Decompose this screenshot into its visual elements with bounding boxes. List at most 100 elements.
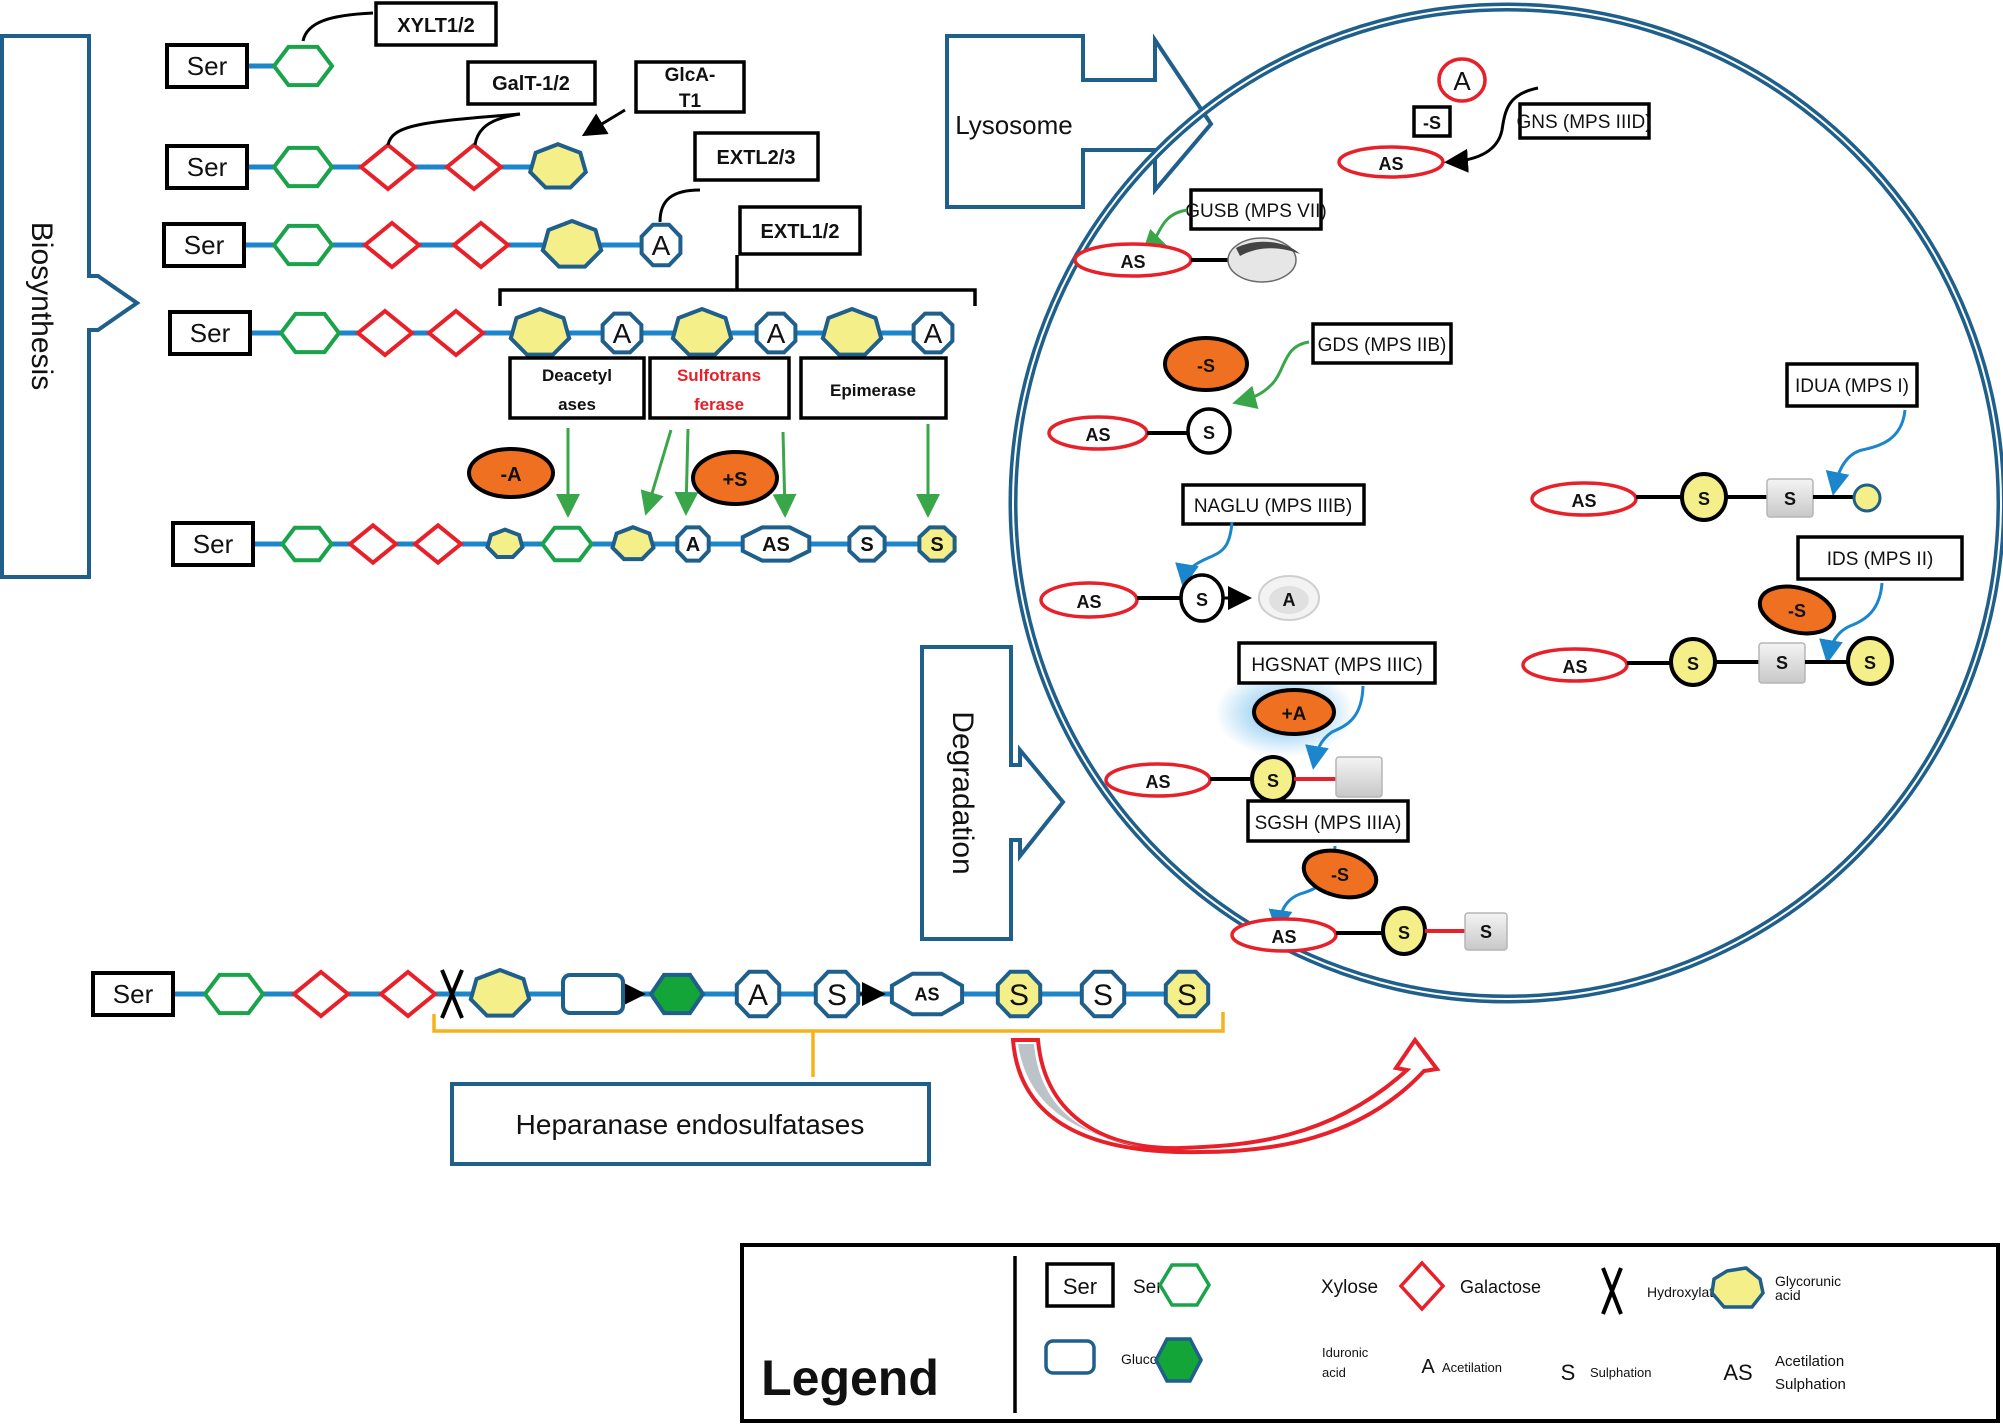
enzyme-extl12: EXTL1/2 bbox=[498, 205, 977, 306]
modification-label: S bbox=[930, 534, 943, 556]
legend-as-label-line2: Sulphation bbox=[1775, 1376, 1846, 1393]
glucuronic-heptagon-icon bbox=[527, 142, 589, 190]
hgsnat-reaction: HGSNAT (MPS IIIC) +A AS S bbox=[1104, 641, 1437, 803]
glucuronic-heptagon-icon bbox=[508, 306, 572, 357]
modification-label: A bbox=[613, 318, 632, 349]
glcat-label-line2: T1 bbox=[679, 91, 702, 112]
biosynthesis-chain-row: Ser A A A bbox=[168, 306, 955, 358]
serine-box: Ser bbox=[171, 521, 255, 567]
legend-s-symbol: S bbox=[1561, 1360, 1576, 1385]
lysosome-arrow-box: Lysosome bbox=[945, 33, 1214, 209]
ser-label: Ser bbox=[190, 318, 231, 348]
glucosamine-rect-icon bbox=[561, 973, 625, 1015]
legend-item-xylose: Xylose bbox=[1157, 1263, 1378, 1307]
sulfo-glucuronic-octagon: S bbox=[1163, 969, 1211, 1019]
s-tag: S bbox=[1196, 590, 1208, 610]
legend-xylose-label: Xylose bbox=[1321, 1277, 1378, 1298]
legend-as-symbol: AS bbox=[1723, 1360, 1752, 1385]
legend-hydroxylation-label: Hydroxylation bbox=[1647, 1284, 1732, 1300]
xylose-hexagon-icon bbox=[271, 145, 335, 189]
gns-label: GNS (MPS IIID) bbox=[1516, 112, 1651, 133]
minus-s-label: -S bbox=[1331, 865, 1349, 885]
modification-label: S bbox=[1009, 979, 1029, 1012]
gusb-label: GUSB (MPS VII) bbox=[1185, 201, 1326, 222]
xylose-hexagon-icon bbox=[278, 311, 342, 355]
idua-label: IDUA (MPS I) bbox=[1795, 376, 1909, 397]
s-tag: S bbox=[1687, 654, 1699, 674]
degradation-label: Degradation bbox=[946, 711, 979, 874]
acetyl-octagon: A bbox=[675, 525, 711, 563]
galactose-diamond-icon bbox=[1398, 1260, 1446, 1312]
s-tag: S bbox=[1267, 771, 1279, 791]
xylose-hexagon-icon bbox=[279, 525, 335, 563]
hydroxylation-x-icon bbox=[1601, 1267, 1623, 1315]
acetyl-sulfo-octagon: AS bbox=[889, 971, 965, 1017]
acetyl-octagon: A bbox=[911, 311, 955, 355]
ser-label: Ser bbox=[193, 529, 234, 559]
heparanase-box: Heparanase endosulfatases bbox=[450, 1082, 931, 1166]
biosynthesis-arrow-box: Biosynthesis bbox=[0, 34, 141, 579]
iduronic-hexagon-icon bbox=[1154, 1337, 1203, 1383]
s-key: S bbox=[1776, 653, 1788, 673]
ser-label: Ser bbox=[187, 152, 228, 182]
glucosamine-rect-icon bbox=[1044, 1339, 1096, 1375]
glucuronic-heptagon-icon bbox=[540, 218, 604, 269]
modifier-arrows bbox=[556, 424, 940, 518]
glucuronic-heptagon-icon bbox=[485, 527, 525, 559]
ser-label: Ser bbox=[113, 979, 154, 1009]
as-tag: AS bbox=[1271, 927, 1296, 947]
naglu-reaction: NAGLU (MPS IIIB) AS S A bbox=[1039, 483, 1366, 623]
galactose-diamond-icon bbox=[346, 522, 400, 566]
galactose-diamond-icon bbox=[361, 220, 423, 270]
modifier-deacetylases: Deacetyl ases bbox=[508, 356, 646, 420]
modification-label: AS bbox=[914, 984, 939, 1004]
s-tag: S bbox=[1398, 923, 1410, 943]
galt-label: GalT-1/2 bbox=[492, 73, 570, 95]
minus-s-label: -S bbox=[1788, 601, 1806, 621]
legend-a-symbol: A bbox=[1421, 1356, 1435, 1378]
idua-reaction: IDUA (MPS I) AS S S bbox=[1530, 362, 1919, 522]
legend-sulphation-label: Sulphation bbox=[1590, 1365, 1651, 1380]
xylose-hexagon-icon bbox=[271, 223, 335, 267]
enzyme-xylt: XYLT1/2 bbox=[301, 1, 498, 47]
ids-label: IDS (MPS II) bbox=[1827, 549, 1934, 570]
xylose-hexagon-icon bbox=[271, 44, 335, 88]
legend-ser-symbol: Ser bbox=[1063, 1274, 1097, 1299]
legend: Legend Ser Serine Xylose Galactose Hydro… bbox=[740, 1243, 2000, 1423]
ser-label: Ser bbox=[184, 230, 225, 260]
legend-item-hydroxylation: Hydroxylation bbox=[1601, 1267, 1732, 1315]
lysosome-circle bbox=[1008, 2, 2003, 1004]
modification-label: A bbox=[686, 534, 700, 556]
plus-s-label: +S bbox=[722, 469, 747, 491]
galactose-diamond-icon bbox=[354, 308, 416, 358]
degradation-arrow-box: Degradation bbox=[920, 645, 1066, 941]
as-tag: AS bbox=[1562, 657, 1587, 677]
biosynthesis-chain-row: Ser bbox=[165, 142, 589, 192]
legend-iduronic-label-line1: Iduronic bbox=[1322, 1345, 1369, 1360]
as-tag: AS bbox=[1085, 425, 1110, 445]
glucuronic-heptagon-icon bbox=[1710, 1266, 1765, 1309]
deacetylases-line2: ases bbox=[558, 395, 596, 414]
glcat-label-line1: GlcA- bbox=[665, 65, 716, 86]
modification-label: S bbox=[860, 534, 873, 556]
serine-box: Ser bbox=[168, 310, 252, 356]
ids-reaction: IDS (MPS II) -S AS S S S bbox=[1521, 535, 1964, 687]
acetyl-sulfo-octagon: AS bbox=[740, 525, 812, 563]
serine-box: Ser bbox=[165, 43, 249, 89]
acetyl-circle bbox=[1437, 57, 1487, 103]
modification-label: A bbox=[767, 318, 786, 349]
s-tag: S bbox=[1864, 653, 1876, 673]
legend-item-acetilation-sulphation: AS Acetilation Sulphation bbox=[1723, 1353, 1846, 1393]
galactose-diamond-icon bbox=[290, 969, 352, 1019]
acetyl-octagon: A bbox=[600, 311, 644, 355]
xylose-hexagon-icon bbox=[202, 972, 266, 1016]
enzyme-extl23: EXTL2/3 bbox=[658, 131, 820, 223]
galactose-diamond-icon bbox=[377, 969, 439, 1019]
legend-glucuronic-label-line1: Glycorunic bbox=[1775, 1273, 1841, 1289]
gusb-reaction: GUSB (MPS VII) AS bbox=[1073, 188, 1327, 283]
a-tag: A bbox=[1283, 590, 1296, 610]
legend-acetilation-label: Acetilation bbox=[1442, 1360, 1502, 1375]
modifier-epimerase: Epimerase bbox=[799, 356, 948, 420]
hydroxylation-x-icon bbox=[440, 969, 464, 1019]
